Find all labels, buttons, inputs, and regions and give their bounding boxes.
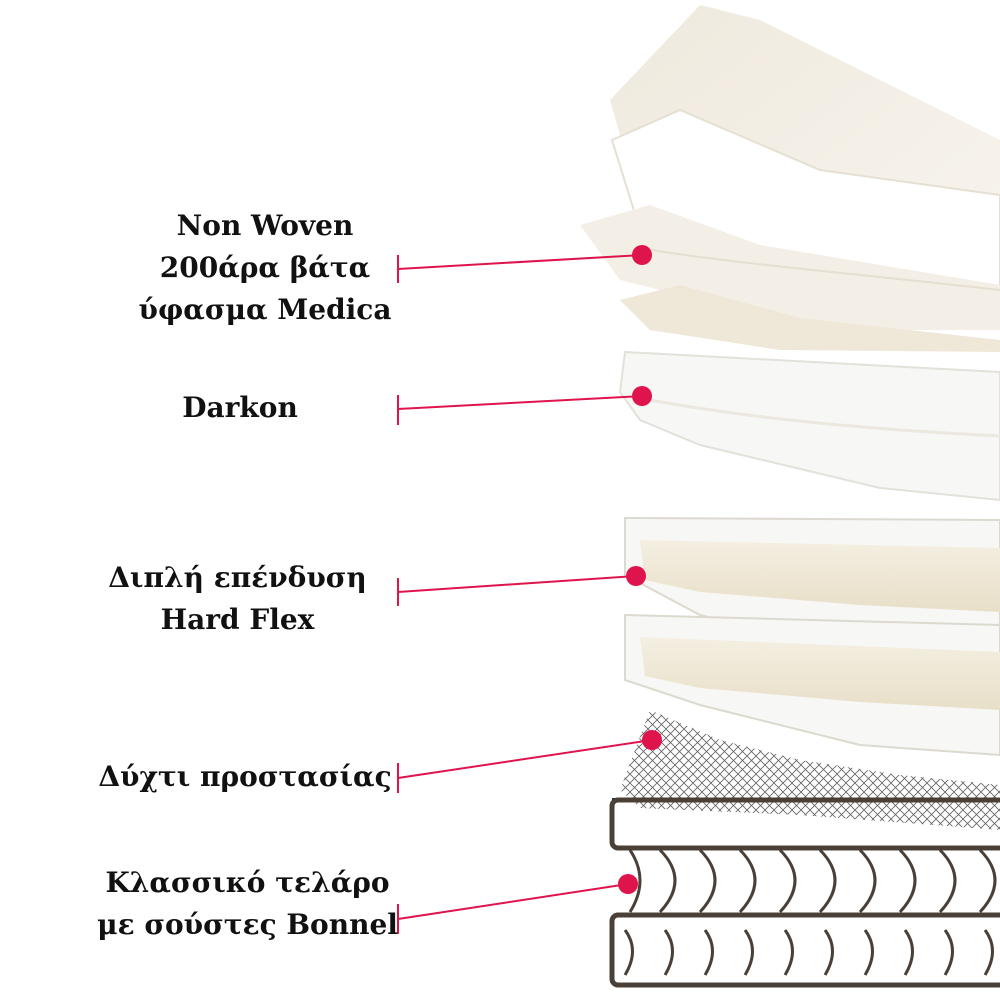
callout-non-woven [397,245,652,283]
label-line: ύφασμα Medica [138,293,392,326]
bonnel-frame-graphic [609,797,1000,988]
label-line: Κλασσικό τελάρο [105,866,390,899]
hard-flex-layer-graphic [624,516,1000,757]
label-line: Non Woven [176,209,354,242]
label-line: 200άρα βάτα [159,251,371,284]
label-hard-flex: Διπλή επένδυση Hard Flex [80,557,395,641]
label-bonnel: Κλασσικό τελάρο με σούστες Bonnel [80,862,415,946]
callout-darkon [397,386,652,425]
label-non-woven: Non Woven 200άρα βάτα ύφασμα Medica [80,205,450,331]
non-woven-layer-graphic [580,5,1000,352]
label-line: Διπλή επένδυση [108,561,367,594]
callout-bonnel [397,874,638,934]
label-net: Δύχτι προστασίας [80,756,410,798]
label-line: με σούστες Bonnel [97,908,398,941]
callout-net [397,730,662,793]
darkon-layer-graphic [618,350,1000,502]
label-darkon: Darkon [80,387,400,429]
label-line: Hard Flex [160,603,315,636]
label-line: Darkon [182,391,298,424]
callout-hard-flex [397,566,646,606]
label-line: Δύχτι προστασίας [98,760,392,793]
